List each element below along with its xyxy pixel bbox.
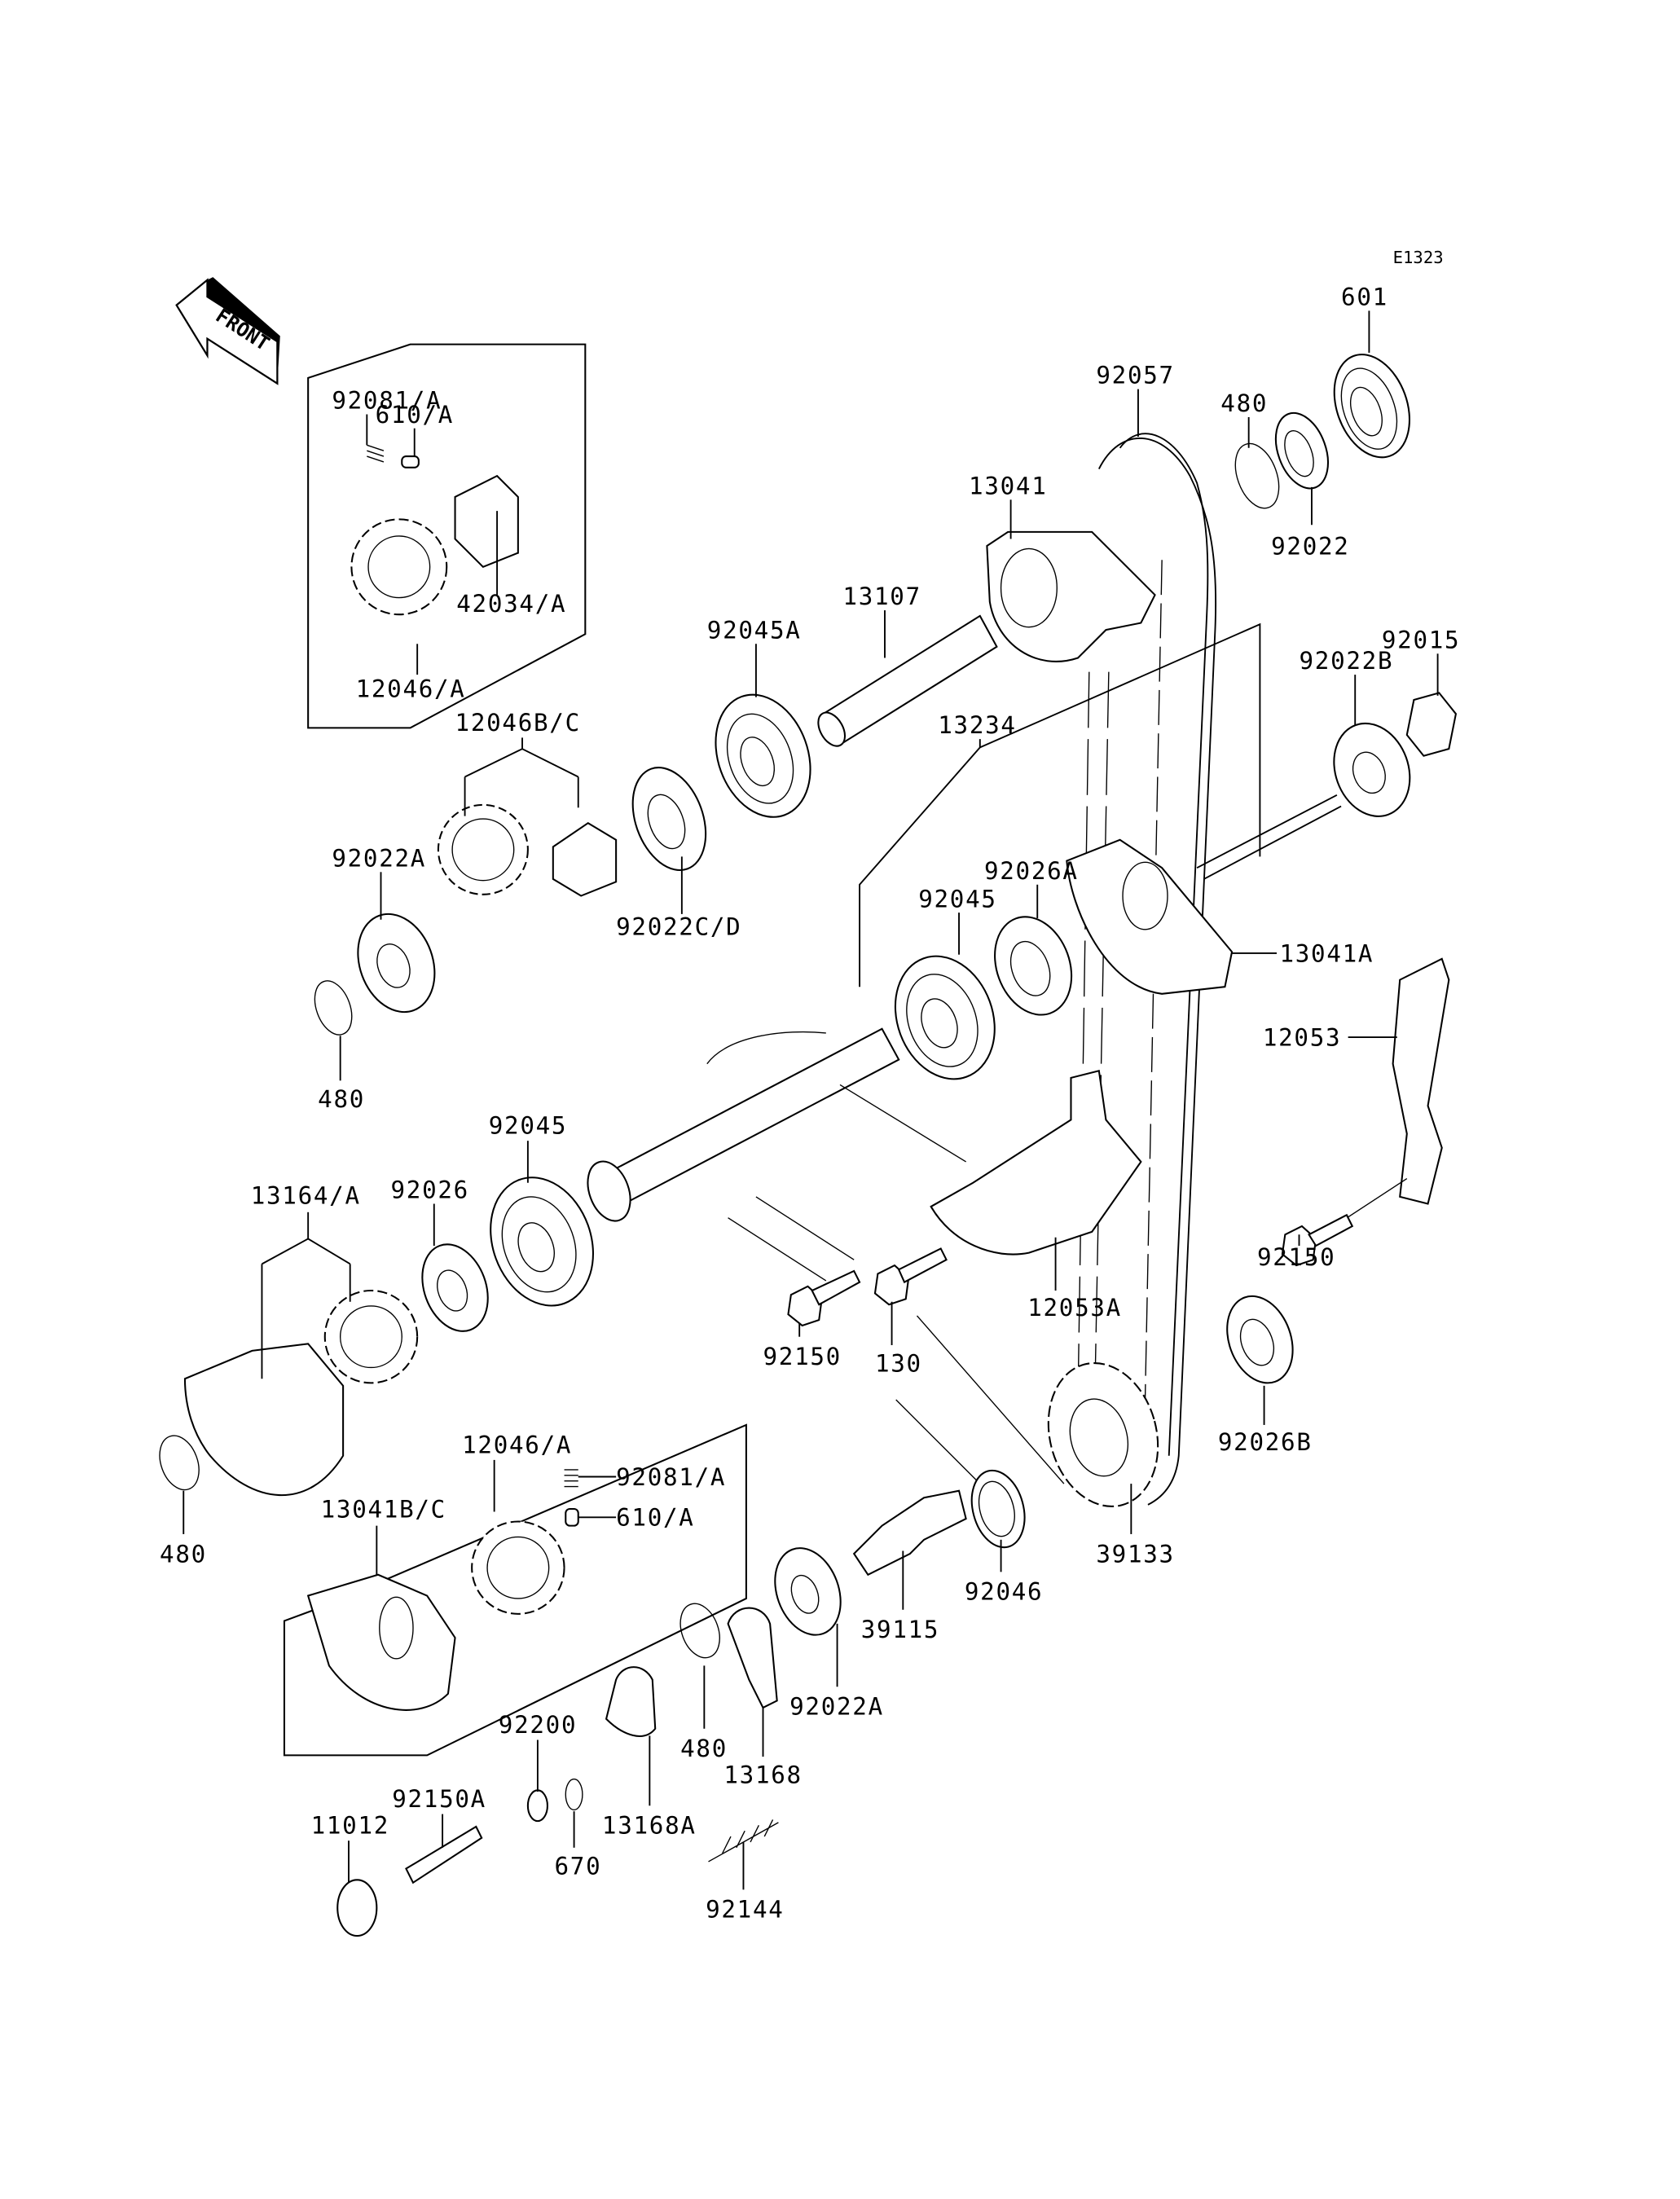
label-12046A-top: 12046/A: [356, 675, 466, 703]
bolt-130: [873, 1247, 948, 1306]
label-480-bot: 480: [680, 1735, 728, 1762]
bolt-92150A: [405, 1825, 483, 1885]
bearing-601: [1333, 354, 1411, 459]
label-13041BC: 13041B/C: [321, 1495, 446, 1523]
label-13107: 13107: [842, 583, 921, 610]
label-92045-low: 92045: [489, 1112, 567, 1140]
label-13168: 13168: [723, 1761, 802, 1789]
bolt-92150-mid: [787, 1269, 861, 1327]
guide-12053: [1392, 957, 1450, 1205]
label-130: 130: [875, 1350, 922, 1378]
label-92081A-bot: 92081/A: [616, 1463, 726, 1491]
cap-11012: [336, 1879, 378, 1937]
shaft-13234: [587, 1027, 966, 1282]
label-13041A: 13041A: [1279, 939, 1374, 967]
cam-13041: [986, 530, 1156, 662]
label-13041: 13041: [969, 472, 1047, 499]
label-610A-top: 610/A: [376, 401, 454, 429]
label-610A-bot: 610/A: [616, 1504, 694, 1532]
label-92046: 92046: [965, 1578, 1043, 1606]
label-12046BC: 12046B/C: [455, 709, 581, 737]
nut-92015: [1405, 692, 1458, 757]
inset-box-upper: [307, 343, 587, 729]
label-92150A: 92150A: [392, 1785, 486, 1813]
label-670: 670: [555, 1852, 602, 1880]
label-480: 480: [1220, 389, 1268, 417]
oring-670: [565, 1778, 583, 1811]
label-92045: 92045: [918, 885, 996, 913]
label-92022A-bot: 92022A: [789, 1693, 884, 1721]
bearing-92045-mid: [894, 955, 996, 1080]
label-92026B: 92026B: [1218, 1428, 1313, 1456]
part-labels: 601 480 92057 92022 13041 13107 92045A 9…: [160, 284, 1460, 1924]
label-12046A-bot: 12046/A: [462, 1431, 572, 1458]
label-12053A: 12053A: [1027, 1294, 1122, 1322]
circlip-480-top: [1234, 442, 1280, 509]
circlip-480-mid: [314, 980, 353, 1036]
label-42034A: 42034/A: [456, 590, 566, 618]
label-92057: 92057: [1096, 362, 1174, 389]
bearing-92045-low: [490, 1176, 594, 1307]
plate-13168: [727, 1607, 778, 1709]
label-11012: 11012: [311, 1812, 389, 1840]
label-92015: 92015: [1382, 626, 1460, 653]
washer-92022B: [1333, 722, 1411, 817]
shaft-13107: [817, 614, 998, 747]
circlip-480-bot: [679, 1603, 720, 1659]
plate-13168A: [605, 1666, 657, 1737]
front-arrow-icon: FRONT: [175, 277, 280, 385]
label-92200: 92200: [499, 1711, 577, 1739]
sprocket-12046BC: [437, 803, 618, 897]
label-13168A: 13168A: [602, 1812, 697, 1840]
bearing-92045A: [715, 693, 811, 818]
label-92022A-top: 92022A: [332, 844, 426, 872]
washer-92022CD: [631, 767, 707, 872]
circlip-480-low: [159, 1435, 200, 1491]
inset-upper-parts: [350, 444, 519, 616]
washer-92022A-top: [357, 913, 436, 1014]
cam-13041A: [1066, 794, 1342, 995]
label-13234: 13234: [938, 711, 1016, 739]
washer-92026B: [1226, 1295, 1294, 1384]
leader-lines: [183, 310, 1439, 1890]
shaft-39115: [852, 1489, 967, 1577]
sprocket-39133: [1047, 1362, 1159, 1507]
diagram-code: E1323: [1393, 248, 1444, 267]
label-92150-right: 92150: [1257, 1243, 1335, 1271]
bearing-92046: [970, 1469, 1026, 1549]
washer-92022A-bot: [774, 1547, 842, 1636]
label-92045A: 92045A: [707, 616, 802, 644]
label-92022CD: 92022C/D: [616, 913, 741, 941]
label-480-low: 480: [160, 1540, 207, 1568]
label-480-mid: 480: [318, 1085, 365, 1113]
label-601: 601: [1341, 284, 1388, 311]
label-92022B: 92022B: [1300, 647, 1394, 675]
cam-13164: [183, 1343, 345, 1497]
washer-92026: [421, 1243, 489, 1332]
washer-92022: [1274, 411, 1329, 490]
washer-92200: [526, 1789, 548, 1823]
label-92026: 92026: [391, 1176, 469, 1204]
guide-12053A: [930, 1070, 1142, 1256]
washer-92026A: [994, 916, 1073, 1016]
label-92150-mid: 92150: [763, 1343, 842, 1370]
sprocket-13164A: [323, 1289, 419, 1384]
label-92022: 92022: [1271, 532, 1349, 560]
label-13164A: 13164/A: [251, 1181, 361, 1209]
label-39133: 39133: [1096, 1540, 1174, 1568]
label-92081A-top: 92081/A: [332, 387, 442, 415]
label-92026A: 92026A: [984, 857, 1079, 885]
label-12053: 12053: [1263, 1023, 1341, 1051]
label-39115: 39115: [861, 1616, 939, 1643]
inset-lower-parts: [306, 1469, 579, 1711]
label-92144: 92144: [706, 1896, 784, 1924]
